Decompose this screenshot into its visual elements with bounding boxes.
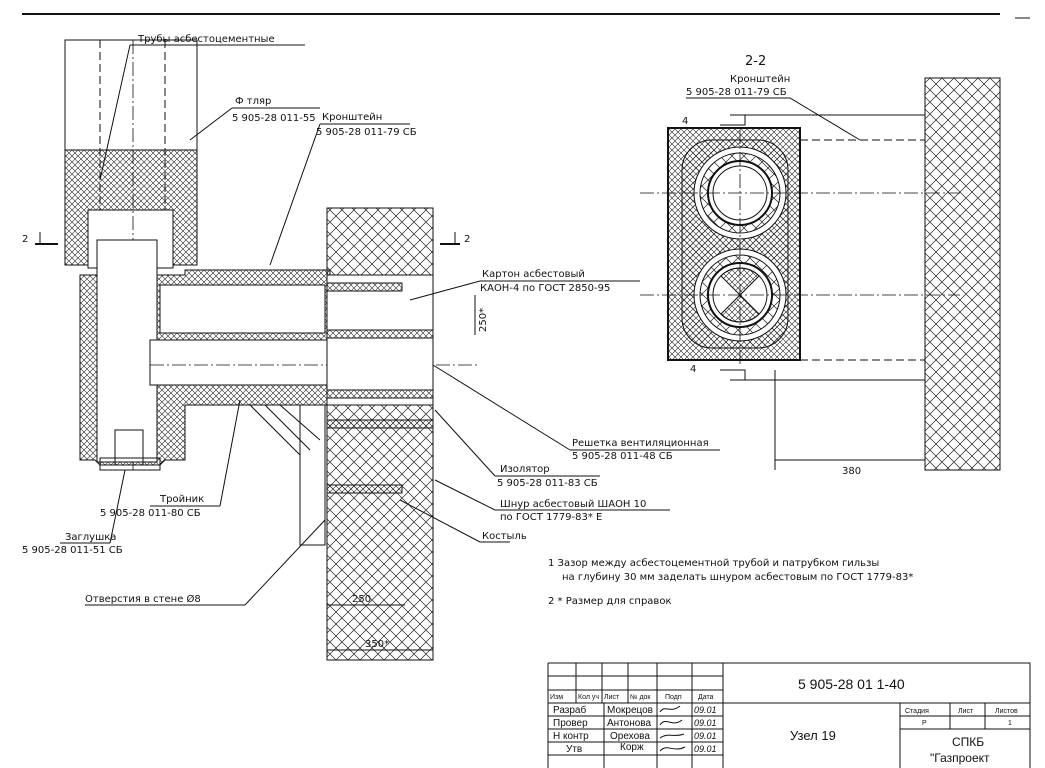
- dim-350: 350*: [365, 639, 389, 650]
- role-checker: Провер: [553, 718, 588, 729]
- label-sleeve: Ф тляр: [235, 96, 271, 107]
- label-tee-code: 5 905-28 011-80 СБ: [100, 508, 201, 519]
- header-izm: Изм: [550, 694, 563, 701]
- label-holes: Отверстия в стене Ø8: [85, 593, 201, 605]
- date-norm-control: 09.01: [694, 731, 717, 741]
- name-approver: Корж: [620, 742, 644, 753]
- header-sign: Подп: [665, 694, 682, 701]
- name-norm-control: Орехова: [610, 731, 650, 742]
- right-bracket-label: Кронштейн: [730, 74, 790, 85]
- org-name-2: "Газпроект: [930, 751, 990, 765]
- document-code: 5 905-28 01 1-40: [798, 676, 905, 692]
- label-cardboard: Картон асбестовый: [482, 269, 585, 280]
- sheets-value: 1: [1008, 720, 1012, 727]
- dim-250: 250: [352, 594, 371, 605]
- label-bracket: Кронштейн: [322, 112, 382, 123]
- label-plug: Заглушка: [65, 532, 116, 543]
- org-name-1: СПКБ: [952, 735, 984, 749]
- header-doc-no: № док: [630, 694, 651, 701]
- role-norm-control: Н контр: [553, 731, 589, 742]
- label-cardboard-spec: КАОН-4 по ГОСТ 2850-95: [480, 283, 610, 294]
- dim-250-star: 250*: [478, 308, 489, 332]
- signatures: [659, 705, 686, 752]
- right-bracket-code: 5 905-28 011-79 СБ: [686, 87, 787, 98]
- note-2: 2 * Размер для справок: [548, 596, 671, 607]
- sheet-header: Лист: [958, 708, 974, 715]
- label-insulator: Изолятор: [500, 464, 550, 475]
- label-insulator-code: 5 905-28 011-83 СБ: [497, 478, 598, 489]
- section-mark-right: 2: [464, 234, 470, 245]
- drawing-name: Узел 19: [790, 728, 836, 743]
- header-list: Лист: [604, 694, 620, 701]
- date-developer: 09.01: [694, 705, 717, 715]
- role-developer: Разраб: [553, 704, 586, 716]
- label-grille: Решетка вентиляционная: [572, 438, 709, 449]
- stage-header: Стадия: [905, 708, 929, 715]
- header-kol-uch: Кол уч: [578, 694, 599, 701]
- header-date: Дата: [698, 694, 714, 701]
- section-elevation-view: 2 2 250* 250 350* Трубы асбестоцементные…: [22, 34, 720, 661]
- label-cord: Шнур асбестовый ШАОН 10: [500, 499, 646, 510]
- stage-value: Р: [922, 720, 927, 727]
- label-bracket-code: 5 905-28 011-79 СБ: [316, 127, 417, 138]
- name-checker: Антонова: [607, 718, 652, 729]
- sheets-header: Листов: [995, 708, 1018, 715]
- role-approver: Утв: [566, 744, 582, 755]
- mark-4-bottom: 4: [690, 364, 696, 375]
- dim-380: 380: [842, 466, 861, 477]
- section-mark-left: 2: [22, 234, 28, 245]
- date-checker: 09.01: [694, 718, 717, 728]
- section-title: 2-2: [745, 54, 766, 69]
- label-cord-spec: по ГОСТ 1779-83* Е: [500, 512, 602, 523]
- label-crutch: Костыль: [482, 531, 527, 542]
- label-pipes: Трубы асбестоцементные: [137, 34, 275, 45]
- date-approver: 09.01: [694, 744, 717, 754]
- label-plug-code: 5 905-28 011-51 СБ: [22, 545, 123, 556]
- section-2-2-view: 2-2 Кронштейн 5 905-28 011-79 СБ 4 4 380: [640, 54, 1001, 477]
- note-1-line-1: 1 Зазор между асбестоцементной трубой и …: [548, 558, 879, 569]
- label-grille-code: 5 905-28 011-48 СБ: [572, 451, 673, 462]
- title-block: Изм Кол уч Лист № док Подп Дата Разраб М…: [547, 662, 1031, 768]
- label-tee: Тройник: [159, 494, 204, 505]
- note-1-line-2: на глубину 30 мм заделать шнуром асбесто…: [562, 572, 913, 583]
- notes: 1 Зазор между асбестоцементной трубой и …: [548, 558, 913, 607]
- name-developer: Мокрецов: [607, 705, 653, 716]
- label-sleeve-code: 5 905-28 011-55: [232, 113, 316, 124]
- mark-4-top: 4: [682, 116, 688, 127]
